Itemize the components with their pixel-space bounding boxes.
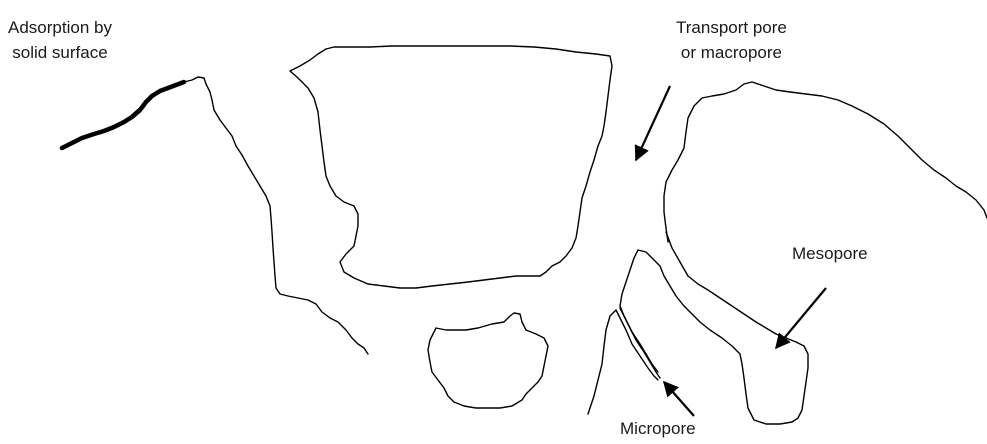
mesopore-arrow (775, 287, 827, 350)
adsorption-label-line2: solid surface (12, 43, 108, 62)
transport-pore-label-line1: Transport pore (676, 18, 787, 37)
micropore-label-text: Micropore (620, 419, 696, 438)
channel-wall-upper (619, 231, 809, 425)
adsorbed-layer-thin (115, 89, 163, 127)
micropore-wall-left (587, 309, 659, 415)
mesopore-label: Mesopore (792, 241, 868, 266)
mesopore-label-text: Mesopore (792, 244, 868, 263)
adsorption-label-line1: Adsorption by (8, 18, 112, 37)
small-particle-outline (427, 312, 549, 409)
transport-pore-label-line2: or macropore (680, 43, 782, 62)
micropore-label: Micropore (620, 416, 696, 441)
right-particle-outline (663, 81, 987, 243)
micropore-arrow (662, 380, 695, 417)
transport-pore-arrow (634, 85, 671, 162)
central-particle-outline (289, 45, 613, 289)
adsorbed-layer (59, 79, 187, 151)
adsorption-label: Adsorption by solid surface (8, 15, 112, 65)
transport-pore-label: Transport pore or macropore (676, 15, 787, 65)
left-particle-outline (149, 76, 369, 355)
micropore-wall-right (619, 307, 659, 373)
